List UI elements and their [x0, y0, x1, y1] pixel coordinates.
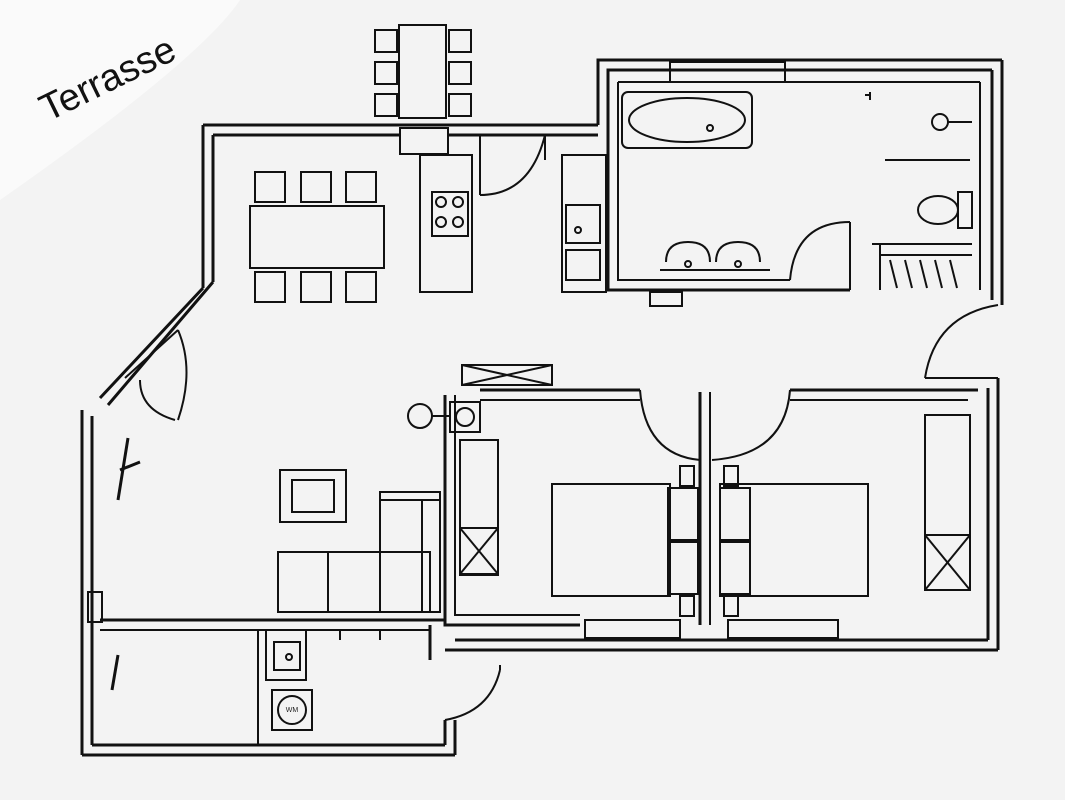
outer-walls: [80, 58, 1004, 757]
terrace-table: [374, 24, 472, 119]
paper-shadow: [0, 0, 240, 200]
living-bedroom-wall: [443, 395, 580, 627]
wc-storage: [87, 591, 501, 745]
washer-label: WM: [286, 707, 299, 714]
kitchen-sink-counter: [561, 154, 683, 307]
bedroom-1: [459, 389, 711, 639]
bedroom-2: [711, 389, 971, 639]
entrance-door: [924, 304, 999, 379]
bathroom: [617, 81, 981, 290]
kitchen-bath-wall: [606, 135, 850, 292]
kitchen-counter: [419, 154, 473, 293]
dining-table: [249, 171, 385, 303]
living-area: [116, 329, 553, 613]
